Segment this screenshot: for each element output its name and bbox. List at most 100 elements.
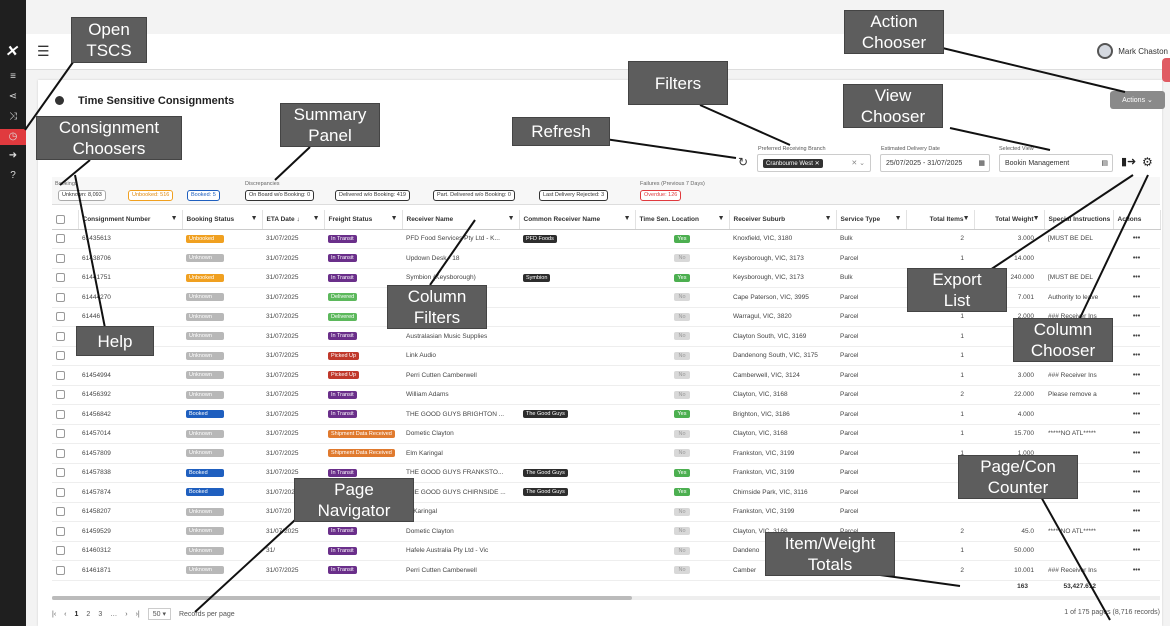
help-icon[interactable]: ? — [10, 170, 16, 181]
filter-icon[interactable]: ▼ — [170, 215, 178, 222]
row-checkbox[interactable] — [56, 331, 65, 341]
col-receiver-suburb[interactable]: Receiver Suburb▼ — [729, 210, 837, 230]
badge-unknown[interactable]: Unknown: 8,093 — [58, 190, 106, 201]
date-range-input[interactable]: 25/07/2025 - 31/07/2025 ▦ — [880, 154, 990, 172]
row-checkbox[interactable] — [56, 370, 65, 380]
col-service-type[interactable]: Service Type▼ — [836, 210, 907, 230]
filter-icon[interactable]: ▼ — [312, 215, 320, 222]
badge-unbooked[interactable]: Unbooked: 516 — [128, 190, 174, 201]
horizontal-scrollbar[interactable] — [52, 596, 1160, 600]
col-freight-status[interactable]: Freight Status▼ — [324, 210, 403, 230]
row-checkbox[interactable] — [56, 312, 65, 322]
row-checkbox[interactable] — [56, 507, 65, 517]
row-actions-menu[interactable]: ••• — [1132, 527, 1141, 535]
badge-onboard[interactable]: On Board w/o Booking: 0 — [245, 190, 315, 201]
row-checkbox[interactable] — [56, 565, 65, 575]
row-actions-menu[interactable]: ••• — [1132, 410, 1141, 418]
page-2-button[interactable]: 2 — [86, 610, 91, 618]
filter-icon[interactable]: ▼ — [623, 215, 631, 222]
clock-icon[interactable]: ◷ — [8, 131, 18, 142]
col-total-items[interactable]: Total Items▼ — [906, 210, 975, 230]
row-actions-menu[interactable]: ••• — [1132, 371, 1141, 379]
row-actions-menu[interactable]: ••• — [1132, 313, 1141, 321]
col-common-receiver-name[interactable]: Common Receiver Name▼ — [519, 210, 636, 230]
page-1-button[interactable]: 1 — [74, 610, 79, 618]
row-actions-menu[interactable]: ••• — [1132, 508, 1141, 516]
branch-select[interactable]: Cranbourne West ✕ ✕ ⌄ — [757, 154, 871, 172]
filter-icon[interactable]: ▼ — [824, 215, 832, 222]
row-actions-menu[interactable]: ••• — [1132, 469, 1141, 477]
filter-icon[interactable]: ▼ — [507, 215, 515, 222]
row-checkbox[interactable] — [56, 409, 65, 419]
prev-page-button[interactable]: ‹ — [64, 610, 67, 618]
calendar-icon[interactable]: ▦ — [978, 160, 985, 167]
export-icon[interactable]: ▮➜ — [1121, 156, 1137, 168]
col-special-instructions[interactable]: Special Instructions — [1044, 210, 1114, 230]
row-checkbox[interactable] — [56, 351, 65, 361]
row-actions-menu[interactable]: ••• — [1132, 391, 1141, 399]
col-time-sen-location[interactable]: Time Sen. Location▼ — [635, 210, 730, 230]
row-checkbox[interactable] — [56, 468, 65, 478]
row-actions-menu[interactable]: ••• — [1132, 332, 1141, 340]
page-ellipsis[interactable]: … — [110, 610, 118, 618]
filter-icon[interactable]: ▼ — [717, 215, 725, 222]
row-actions-menu[interactable]: ••• — [1132, 547, 1141, 555]
back-icon[interactable] — [55, 96, 64, 105]
view-select[interactable]: Bookin Management ▤ — [999, 154, 1113, 172]
hamburger-menu-icon[interactable]: ☰ — [37, 43, 50, 59]
badge-delivered[interactable]: Delivered w/o Booking: 419 — [335, 190, 410, 201]
filter-icon[interactable]: ▼ — [1032, 215, 1040, 222]
row-actions-menu[interactable]: ••• — [1132, 293, 1141, 301]
row-checkbox[interactable] — [56, 526, 65, 536]
gear-icon[interactable]: ⚙ — [1142, 155, 1153, 169]
row-checkbox[interactable] — [56, 429, 65, 439]
logout-icon[interactable]: ➜ — [8, 150, 18, 161]
actions-button[interactable]: Actions ⌄ — [1110, 91, 1165, 109]
first-page-button[interactable]: |‹ — [52, 610, 57, 618]
row-actions-menu[interactable]: ••• — [1132, 254, 1141, 262]
side-tab[interactable] — [1162, 58, 1170, 82]
share-icon[interactable]: ⋖ — [8, 91, 18, 102]
view-list-icon[interactable]: ▤ — [1101, 160, 1108, 167]
col-eta-date[interactable]: ETA Date ↓▼ — [262, 210, 325, 230]
page-3-button[interactable]: 3 — [98, 610, 103, 618]
records-per-page-select[interactable]: 50 ▾ — [147, 608, 171, 620]
row-checkbox[interactable] — [56, 448, 65, 458]
refresh-icon[interactable]: ↻ — [738, 155, 749, 169]
row-checkbox[interactable] — [56, 234, 65, 244]
last-page-button[interactable]: ›| — [135, 610, 140, 618]
badge-booked[interactable]: Booked: 5 — [187, 190, 220, 201]
scrollbar-thumb[interactable] — [52, 596, 632, 600]
row-actions-menu[interactable]: ••• — [1132, 449, 1141, 457]
col-receiver-name[interactable]: Receiver Name▼ — [402, 210, 520, 230]
branch-chip[interactable]: Cranbourne West ✕ — [763, 158, 823, 168]
filter-icon[interactable]: ▼ — [390, 215, 398, 222]
row-checkbox[interactable] — [56, 487, 65, 497]
filter-icon[interactable]: ▼ — [894, 215, 902, 222]
row-checkbox[interactable] — [56, 253, 65, 263]
filter-sliders-icon[interactable]: ≡ — [10, 71, 16, 82]
col-booking-status[interactable]: Booking Status▼ — [182, 210, 263, 230]
row-checkbox[interactable] — [56, 292, 65, 302]
select-all-checkbox[interactable] — [52, 210, 79, 230]
app-logo[interactable]: ✕ — [5, 43, 18, 60]
row-actions-menu[interactable]: ••• — [1132, 430, 1141, 438]
col-consignment-number[interactable]: Consignment Number▼ — [78, 210, 183, 230]
row-checkbox[interactable] — [56, 546, 65, 556]
shuffle-icon[interactable]: ⤨ — [9, 111, 17, 122]
row-checkbox[interactable] — [56, 390, 65, 400]
row-actions-menu[interactable]: ••• — [1132, 274, 1141, 282]
clear-chevron-icon[interactable]: ✕ ⌄ — [851, 160, 865, 167]
user-menu[interactable]: Mark Chaston — [1097, 43, 1168, 59]
